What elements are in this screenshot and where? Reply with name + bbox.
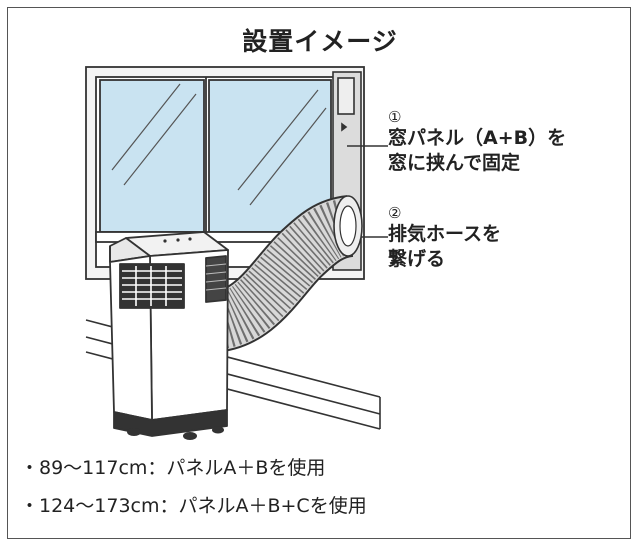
- window-glass-right: [208, 79, 332, 233]
- air-conditioner-unit: [109, 231, 229, 440]
- callout-line: 排気ホースを: [388, 223, 502, 245]
- window: [85, 66, 365, 280]
- window-glass-left: [99, 79, 205, 233]
- callout-line: 窓パネル（A+B）を: [388, 127, 567, 149]
- note-panel-abc: ・124〜173cm：パネルA＋B+Cを使用: [20, 495, 367, 517]
- callout-window-panel: ① 窓パネル（A+B）を 窓に挟んで固定: [388, 108, 566, 176]
- callout-exhaust-hose: ② 排気ホースを 繋げる: [388, 204, 501, 272]
- diagram-title: 設置イメージ: [242, 27, 398, 56]
- callout-line: 繋げる: [388, 248, 446, 270]
- callout-number: ①: [388, 108, 402, 126]
- note-panel-ab: ・89〜117cm：パネルA＋Bを使用: [20, 457, 326, 479]
- callout-number: ②: [388, 204, 402, 222]
- exhaust-hose: [208, 195, 363, 353]
- callout-line: 窓に挟んで固定: [388, 152, 521, 174]
